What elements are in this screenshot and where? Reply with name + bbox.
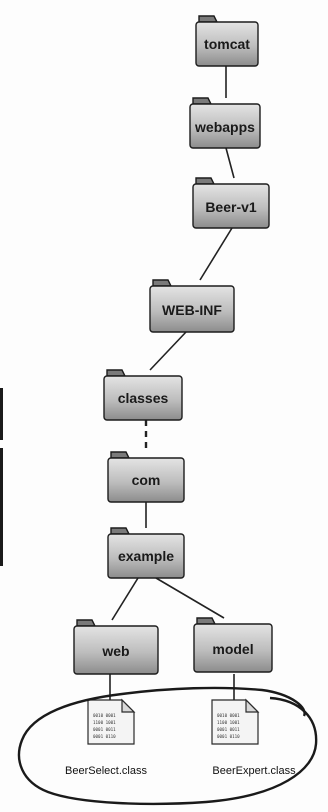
file-beerexpert: 0010 0001 1100 1001 0001 0011 0001 0110: [211, 698, 260, 745]
folder-web-inf: WEB-INF: [149, 279, 235, 333]
folder-label-classes: classes: [118, 390, 169, 406]
folder-beer-v1: Beer-v1: [192, 177, 270, 229]
folder-label-tomcat: tomcat: [204, 36, 250, 52]
folder-example: example: [107, 527, 185, 579]
file-label-beerselect: BeerSelect.class: [65, 765, 147, 777]
folder-tomcat: tomcat: [195, 15, 259, 67]
connectors: [109, 66, 235, 700]
svg-text:0010 0001: 0010 0001: [217, 713, 240, 718]
svg-text:1100 1001: 1100 1001: [93, 720, 116, 725]
file-label-beerexpert: BeerExpert.class: [212, 765, 296, 777]
folder-webapps: webapps: [189, 97, 261, 149]
folder-label-webapps: webapps: [194, 119, 255, 135]
highlight-ellipse: [17, 686, 318, 806]
connector-webapps-beer-v1: [225, 147, 235, 179]
svg-text:1100 1001: 1100 1001: [217, 720, 240, 725]
folder-classes: classes: [103, 369, 183, 421]
svg-text:0010 0001: 0010 0001: [93, 713, 116, 718]
file-beerselect: 0010 0001 1100 1001 0001 0011 0001 0110: [87, 698, 136, 745]
folder-web: web: [73, 619, 159, 675]
folder-label-web-inf: WEB-INF: [162, 302, 222, 318]
folder-model: model: [193, 617, 273, 673]
folder-com: com: [107, 451, 185, 503]
connector-beer-v1-web-inf: [199, 227, 233, 281]
folder-label-model: model: [212, 641, 253, 657]
folder-label-web: web: [101, 643, 129, 659]
svg-text:0001 0110: 0001 0110: [217, 734, 240, 739]
folder-label-com: com: [132, 472, 161, 488]
binary-lines-beerexpert: 0010 0001 1100 1001 0001 0011 0001 0110: [217, 713, 240, 739]
binary-lines-beerselect: 0010 0001 1100 1001 0001 0011 0001 0110: [93, 713, 116, 739]
connector-web-inf-classes: [149, 331, 187, 371]
folder-label-beer-v1: Beer-v1: [205, 199, 257, 215]
svg-text:0001 0110: 0001 0110: [93, 734, 116, 739]
svg-text:0001 0011: 0001 0011: [93, 727, 116, 732]
connector-example-web: [111, 577, 139, 621]
edge-mark-top: [0, 388, 3, 440]
folder-label-example: example: [118, 548, 174, 564]
connector-example-model: [155, 577, 225, 619]
edge-mark-bottom: [0, 448, 3, 566]
svg-text:0001 0011: 0001 0011: [217, 727, 240, 732]
